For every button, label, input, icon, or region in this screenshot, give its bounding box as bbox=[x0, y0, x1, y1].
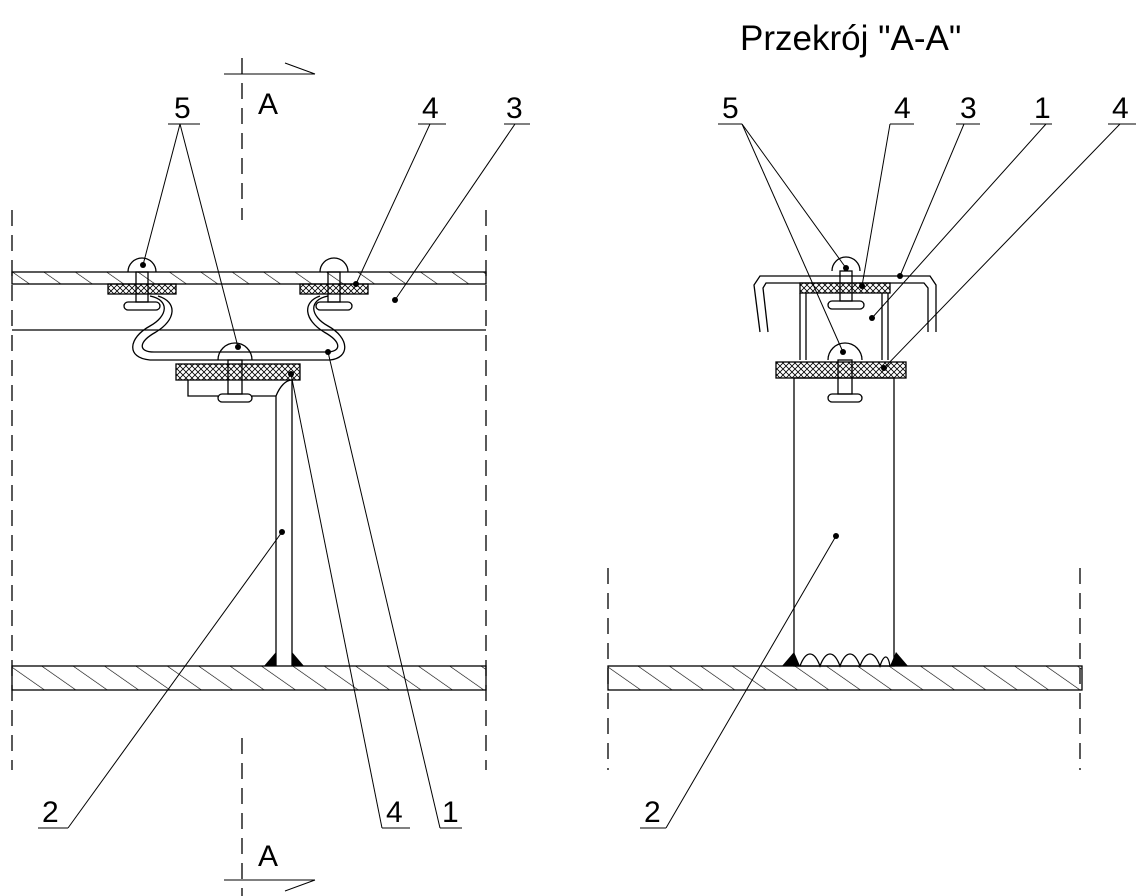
section-arrow-bottom-d bbox=[284, 879, 316, 892]
r-leader-4b bbox=[883, 123, 1121, 369]
r-leader-1 bbox=[871, 123, 1047, 319]
right-rivet-middle bbox=[827, 342, 863, 403]
left-label-4-bottom: 4 bbox=[386, 796, 403, 829]
leader-5b bbox=[179, 123, 239, 348]
right-label-1: 1 bbox=[1034, 92, 1051, 125]
right-label-3: 3 bbox=[960, 92, 977, 125]
weld-bead bbox=[799, 653, 891, 668]
left-view: A A 5 4 3 2 4 1 bbox=[11, 58, 530, 896]
pad-top-right bbox=[299, 283, 369, 295]
rivet-top-left bbox=[123, 257, 161, 311]
leader-3 bbox=[394, 123, 516, 301]
r-leader-2 bbox=[665, 535, 837, 829]
right-weld-right bbox=[890, 652, 908, 666]
leader-4top bbox=[355, 123, 431, 285]
left-label-2: 2 bbox=[42, 796, 59, 829]
leader-2 bbox=[67, 531, 283, 829]
section-title: Przekrój "A-A" bbox=[740, 19, 961, 58]
top-plate bbox=[11, 271, 487, 285]
right-view: Przekrój "A-A" bbox=[607, 19, 1136, 829]
rivet-center bbox=[217, 342, 253, 403]
left-label-4-top: 4 bbox=[422, 92, 439, 125]
section-mark-bottom: A bbox=[258, 840, 278, 873]
bracket-web bbox=[275, 379, 293, 666]
r-leader-3 bbox=[899, 123, 965, 277]
right-bottom-plate bbox=[607, 665, 1083, 691]
right-label-4b: 4 bbox=[1112, 92, 1129, 125]
right-pad-top bbox=[799, 282, 891, 294]
bracket-2 bbox=[793, 377, 895, 667]
pad-top-left bbox=[107, 283, 177, 295]
right-weld-left bbox=[782, 652, 800, 666]
clip-body-1 bbox=[799, 293, 889, 360]
spring-clip-inner bbox=[141, 295, 339, 353]
right-label-4a: 4 bbox=[894, 92, 911, 125]
bottom-plate bbox=[11, 665, 487, 691]
leader-4bottom bbox=[290, 373, 383, 829]
left-label-3: 3 bbox=[506, 92, 523, 125]
bracket-flange bbox=[187, 380, 276, 397]
left-label-5: 5 bbox=[174, 92, 191, 125]
spring-clip-outer bbox=[132, 295, 346, 361]
weld-right bbox=[292, 652, 304, 666]
right-label-5: 5 bbox=[722, 92, 739, 125]
left-label-1: 1 bbox=[442, 796, 459, 829]
r-leader-5b bbox=[741, 123, 844, 353]
weld-left bbox=[264, 652, 276, 666]
right-label-2: 2 bbox=[644, 796, 661, 829]
section-mark-top: A bbox=[258, 88, 278, 121]
leader-5a bbox=[142, 123, 181, 266]
r-leader-4a bbox=[861, 123, 891, 287]
rivet-top-right bbox=[315, 257, 353, 311]
section-arrow-top-d bbox=[284, 62, 316, 75]
right-pad-middle bbox=[775, 361, 907, 379]
r-leader-5a bbox=[741, 123, 847, 269]
pad-center bbox=[175, 363, 301, 381]
leader-1 bbox=[327, 351, 441, 829]
